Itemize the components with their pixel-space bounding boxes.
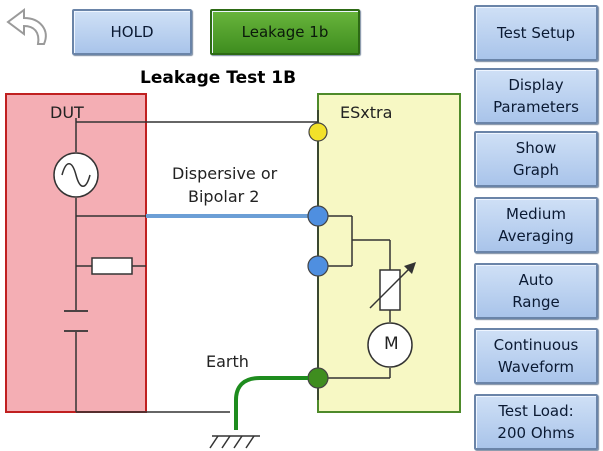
hold-button-label: HOLD xyxy=(110,23,154,41)
sidebar-item-label: Medium Averaging xyxy=(498,205,574,245)
connection-label-2: Bipolar 2 xyxy=(188,187,260,206)
back-arrow-icon xyxy=(6,8,47,45)
sidebar-item-label: Auto Range xyxy=(512,271,560,311)
terminal-blue-2 xyxy=(307,255,329,277)
leakage-mode-label: Leakage 1b xyxy=(241,23,329,41)
capacitor-icon xyxy=(64,310,88,332)
resistor-icon xyxy=(91,257,133,275)
earth-wire xyxy=(234,376,308,430)
sidebar-item-label: Continuous Waveform xyxy=(493,336,579,376)
test-setup-button[interactable]: Test Setup xyxy=(474,5,598,61)
earth-label: Earth xyxy=(206,352,249,371)
test-load-button[interactable]: Test Load: 200 Ohms xyxy=(474,394,598,450)
display-parameters-button[interactable]: Display Parameters xyxy=(474,68,598,124)
continuous-waveform-button[interactable]: Continuous Waveform xyxy=(474,328,598,384)
back-button[interactable] xyxy=(0,0,58,58)
terminal-earth xyxy=(307,367,329,389)
variable-resistor-icon xyxy=(369,262,416,311)
leakage-mode-button[interactable]: Leakage 1b xyxy=(210,9,360,55)
sidebar-item-label: Show Graph xyxy=(512,139,559,179)
ground-symbol-icon xyxy=(209,435,260,449)
auto-range-button[interactable]: Auto Range xyxy=(474,263,598,319)
circuit-diagram xyxy=(5,93,461,449)
analyzer-label: ESxtra xyxy=(340,103,393,122)
meter-label: M xyxy=(384,334,399,354)
meter-icon xyxy=(367,322,413,368)
dut-label: DUT xyxy=(50,103,84,122)
medium-averaging-button[interactable]: Medium Averaging xyxy=(474,197,598,253)
hold-button[interactable]: HOLD xyxy=(72,9,192,55)
sidebar-item-label: Display Parameters xyxy=(493,76,579,116)
show-graph-button[interactable]: Show Graph xyxy=(474,131,598,187)
sidebar-item-label: Test Load: 200 Ohms xyxy=(497,402,575,442)
terminal-yellow xyxy=(308,122,328,142)
sidebar-item-label: Test Setup xyxy=(497,24,575,42)
ac-source-icon xyxy=(53,152,99,198)
terminal-dispersive xyxy=(307,205,329,227)
connection-label: Dispersive or xyxy=(172,164,278,183)
diagram-title: Leakage Test 1B xyxy=(140,68,297,88)
